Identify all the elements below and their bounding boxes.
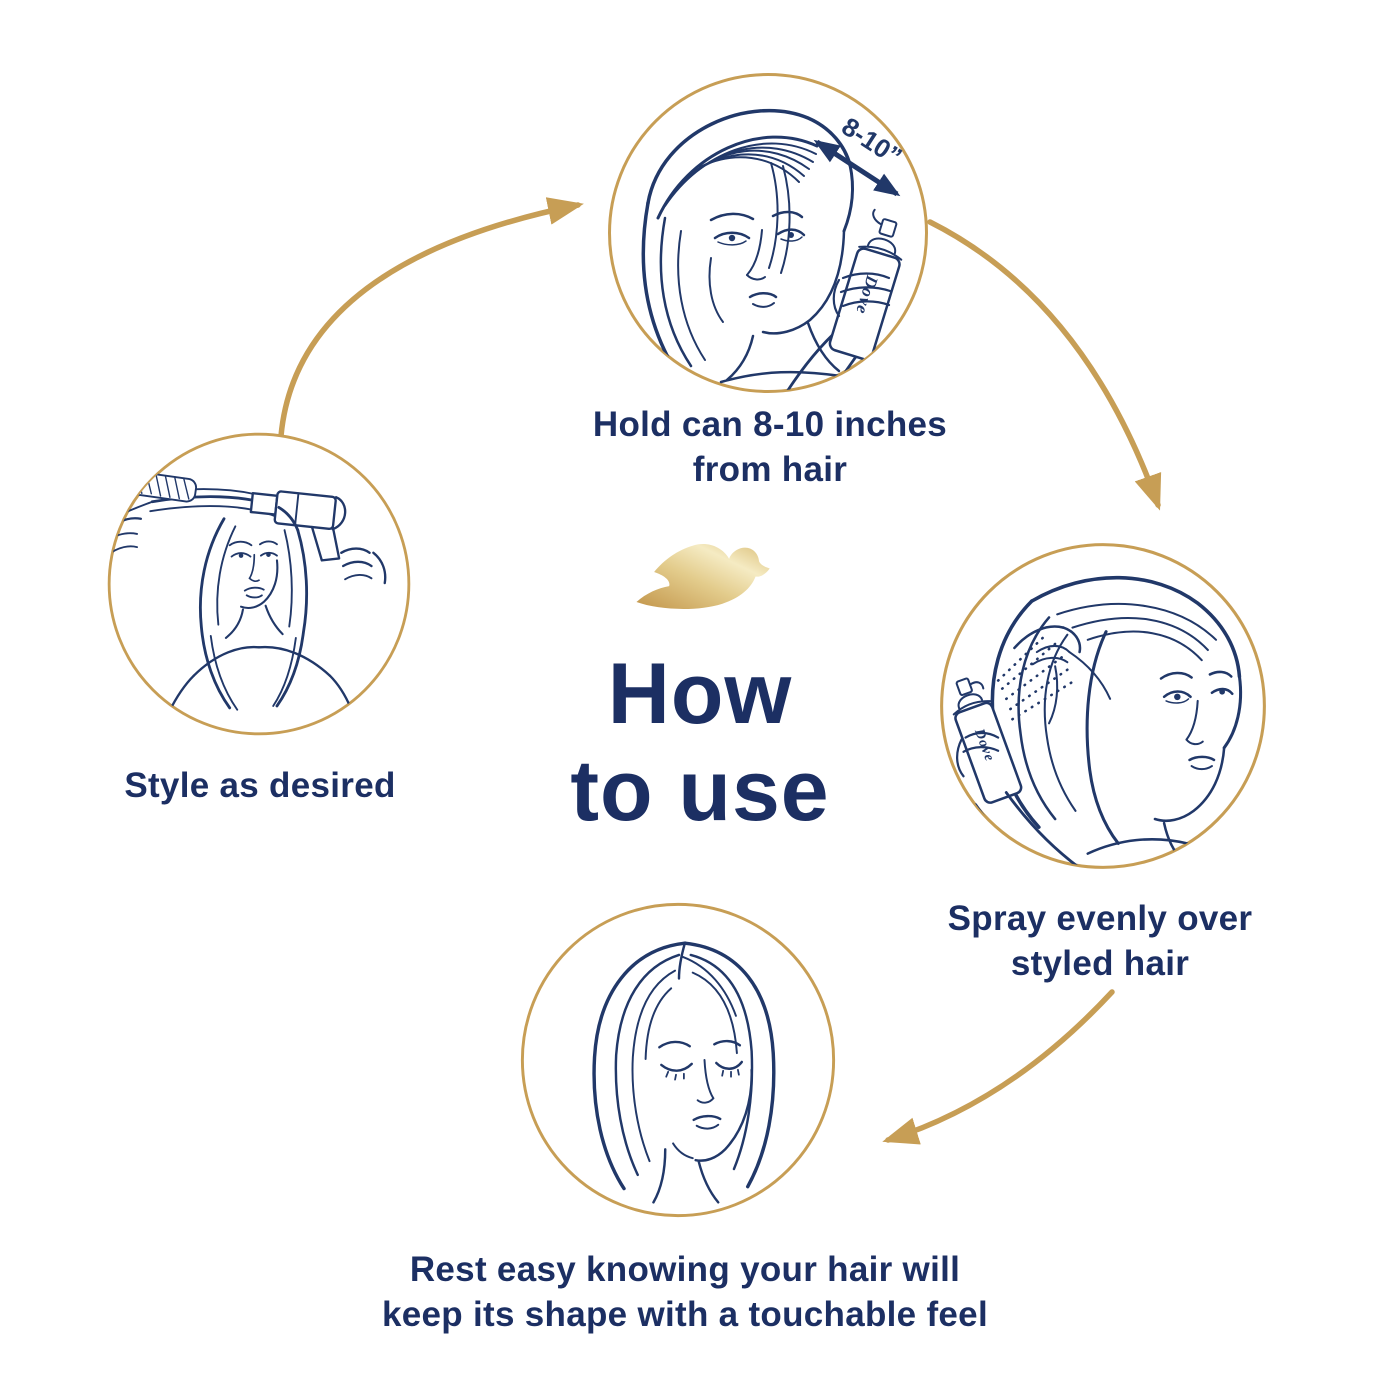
- caption-rest-line1: Rest easy knowing your hair will: [409, 1250, 961, 1289]
- caption-hold: Hold can 8-10 inches from hair: [470, 402, 1070, 492]
- step-hold-can-illustration: Dove 8-10”: [603, 68, 933, 398]
- caption-style: Style as desired: [10, 763, 510, 808]
- title-line2: to use: [570, 743, 830, 839]
- step-rest-illustration: [516, 898, 840, 1222]
- caption-hold-line1: Hold can 8-10 inches: [592, 405, 948, 444]
- blow-dryer: [249, 490, 347, 562]
- caption-spray: Spray evenly over styled hair: [850, 896, 1350, 986]
- woman-spraying-line-art: Dove 8-10”: [641, 108, 907, 391]
- caption-rest: Rest easy knowing your hair will keep it…: [305, 1247, 1065, 1337]
- center-title-block: How to use: [400, 540, 1000, 840]
- caption-spray-line2: styled hair: [1010, 944, 1190, 983]
- dove-bird-shape: [636, 544, 770, 609]
- woman-styling-line-art: [109, 470, 387, 713]
- title-line1: How: [607, 646, 793, 742]
- step-style-illustration: [103, 428, 415, 740]
- arrow-style-to-hold: [278, 197, 584, 439]
- caption-spray-line1: Spray evenly over: [947, 899, 1253, 938]
- arrow-hold-to-spray: [927, 219, 1162, 511]
- spray-can: Dove: [952, 677, 1023, 804]
- arrow-spray-to-rest: [882, 989, 1115, 1145]
- dove-logo: [625, 540, 775, 620]
- page-title: How to use: [400, 646, 1000, 840]
- caption-rest-line2: keep its shape with a touchable feel: [382, 1295, 988, 1334]
- step-spray-illustration: Dove: [935, 538, 1271, 874]
- caption-hold-line2: from hair: [692, 450, 848, 489]
- caption-style-line1: Style as desired: [124, 766, 396, 805]
- woman-finished-line-art: [592, 941, 776, 1204]
- woman-spray-mist-line-art: Dove: [952, 575, 1243, 867]
- gold-ring: [520, 902, 836, 1218]
